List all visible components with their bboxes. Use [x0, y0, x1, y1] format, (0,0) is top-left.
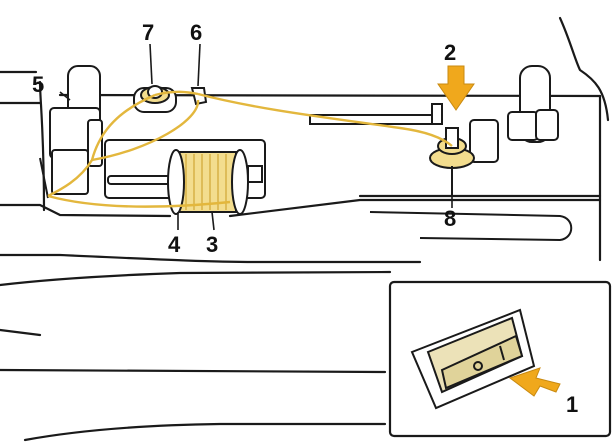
thread-guide-hook	[190, 87, 208, 106]
handwheel	[507, 65, 559, 143]
pretension-disk	[133, 85, 177, 113]
thread-path	[47, 90, 453, 208]
callout-5: 5	[32, 72, 44, 97]
arrow-down-icon	[437, 65, 475, 111]
bobbin-winder	[429, 103, 499, 196]
callout-8: 8	[444, 206, 456, 231]
callout-2: 2	[444, 40, 456, 65]
power-switch	[410, 308, 536, 410]
leader-lines	[59, 43, 453, 231]
callout-6: 6	[190, 20, 202, 45]
callout-3: 3	[206, 232, 218, 257]
power-switch-inset	[388, 280, 612, 438]
callout-4: 4	[168, 232, 181, 257]
thread-guide-bracket	[39, 65, 103, 199]
callout-1: 1	[566, 392, 578, 417]
arrow-left-icon	[508, 367, 561, 397]
thread-spool	[167, 149, 263, 215]
callout-7: 7	[142, 20, 154, 45]
